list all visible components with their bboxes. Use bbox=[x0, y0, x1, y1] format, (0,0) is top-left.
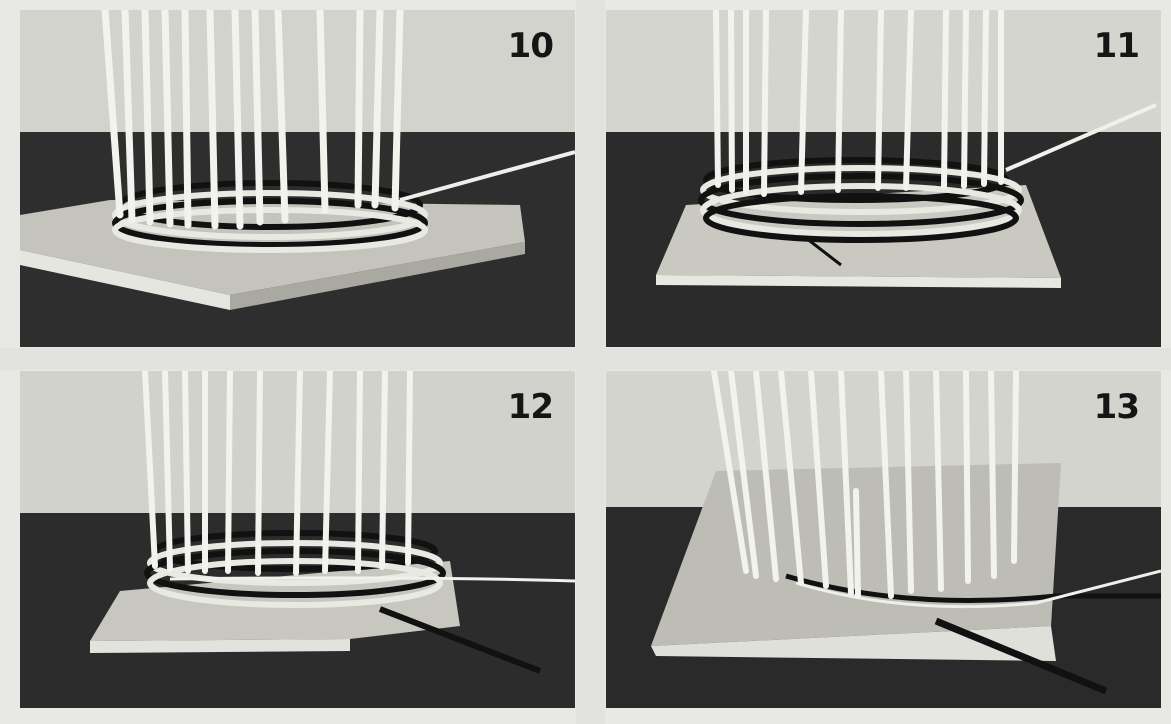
photo-panel-13: 13 bbox=[606, 371, 1161, 708]
panel-number: 10 bbox=[507, 26, 554, 66]
horizontal-divider bbox=[0, 348, 1171, 370]
basket-base-photo-13 bbox=[606, 371, 1161, 708]
panel-number: 11 bbox=[1093, 26, 1140, 66]
photo-panel-10: 10 bbox=[20, 10, 575, 347]
basket-base-photo-10 bbox=[20, 10, 575, 347]
basket-base-photo-12 bbox=[20, 371, 575, 708]
panel-number: 13 bbox=[1093, 387, 1140, 427]
photo-panel-11: 11 bbox=[606, 10, 1161, 347]
basket-base-photo-11 bbox=[606, 10, 1161, 347]
photo-panel-12: 12 bbox=[20, 371, 575, 708]
panel-number: 12 bbox=[507, 387, 554, 427]
